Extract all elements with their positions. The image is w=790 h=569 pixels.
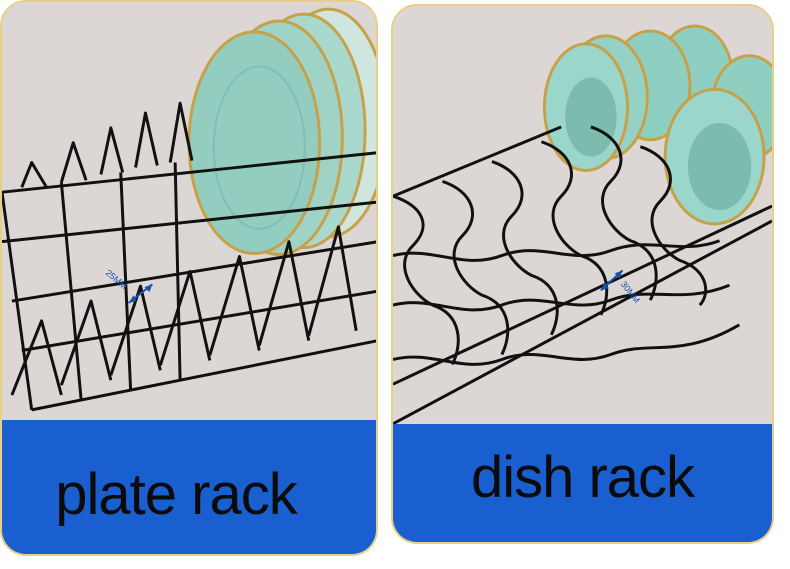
plate-rack-label: plate rack	[55, 461, 297, 527]
wire-rack	[393, 125, 772, 424]
wire-rack	[2, 101, 376, 412]
dish-rack-label-band: dish rack	[393, 424, 772, 542]
plate-rack-photo: 25MM	[2, 2, 376, 420]
dish-rack-card: 30MM dish rack	[391, 4, 774, 544]
plates	[187, 7, 376, 257]
dish-rack-image: 30MM	[393, 8, 772, 424]
plate-rack-image: 25MM	[2, 4, 376, 418]
plate-rack-label-band: plate rack	[2, 420, 376, 554]
dish-rack-label: dish rack	[470, 444, 695, 510]
plate-rack-card: 25MM plate rack	[0, 0, 378, 556]
dish-rack-photo: 30MM	[393, 6, 772, 424]
bowls	[542, 24, 772, 226]
